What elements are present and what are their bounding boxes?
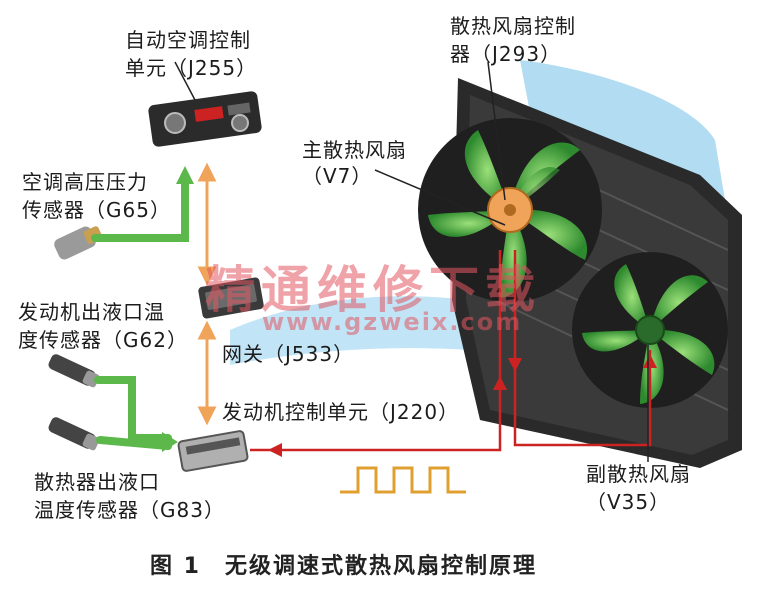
label-climate-unit-line1: 自动空调控制 (125, 28, 251, 52)
label-main-fan-line1: 主散热风扇 (302, 138, 407, 162)
aux-fan-motor (635, 315, 665, 345)
label-climate-unit-line2: 单元（J255） (125, 56, 258, 80)
watermark-text: 精通维修下载 (205, 260, 541, 319)
label-engine-temp-sensor-line2: 度传感器（G62） (18, 328, 188, 352)
label-main-fan-line2: （V7） (302, 164, 373, 188)
label-radiator-temp-sensor-line2: 温度传感器（G83） (34, 498, 225, 522)
figure-number: 图 1 (150, 554, 201, 579)
label-engine-temp-sensor-line1: 发动机出液口温 (18, 300, 165, 324)
label-fan-controller-line2: 器（J293） (450, 42, 562, 66)
gateway-module-image (198, 277, 264, 319)
engine-temp-sensor-image (48, 354, 100, 388)
figure-title: 无级调速式散热风扇控制原理 (224, 554, 537, 579)
label-aux-fan-line1: 副散热风扇 (586, 462, 691, 486)
airflow-lower (230, 296, 470, 365)
pwm-signal-wave (340, 466, 466, 494)
label-gateway: 网关（J533） (222, 342, 355, 366)
watermark-url: www.gzweix.com (262, 308, 523, 336)
leader-lines (174, 61, 649, 462)
data-bus-arrows (197, 162, 217, 426)
label-aux-fan-line2: （V35） (586, 490, 671, 514)
sensor-signal-arrows (91, 178, 189, 450)
engine-control-unit-image (177, 430, 249, 472)
radiator-temp-sensor-image (48, 417, 100, 451)
label-fan-controller-line1: 散热风扇控制 (450, 14, 576, 38)
label-pressure-sensor-line1: 空调高压压力 (22, 170, 148, 194)
label-radiator-temp-sensor-line1: 散热器出液口 (34, 470, 160, 494)
control-signal-lines (250, 250, 652, 452)
figure-caption: 图 1 无级调速式散热风扇控制原理 (150, 548, 537, 580)
climate-control-unit-image (148, 91, 262, 147)
label-pressure-sensor-line2: 传感器（G65） (22, 198, 171, 222)
pressure-sensor-image (54, 226, 103, 260)
fan-assembly-image (418, 78, 742, 468)
label-engine-control-unit: 发动机控制单元（J220） (222, 400, 460, 424)
